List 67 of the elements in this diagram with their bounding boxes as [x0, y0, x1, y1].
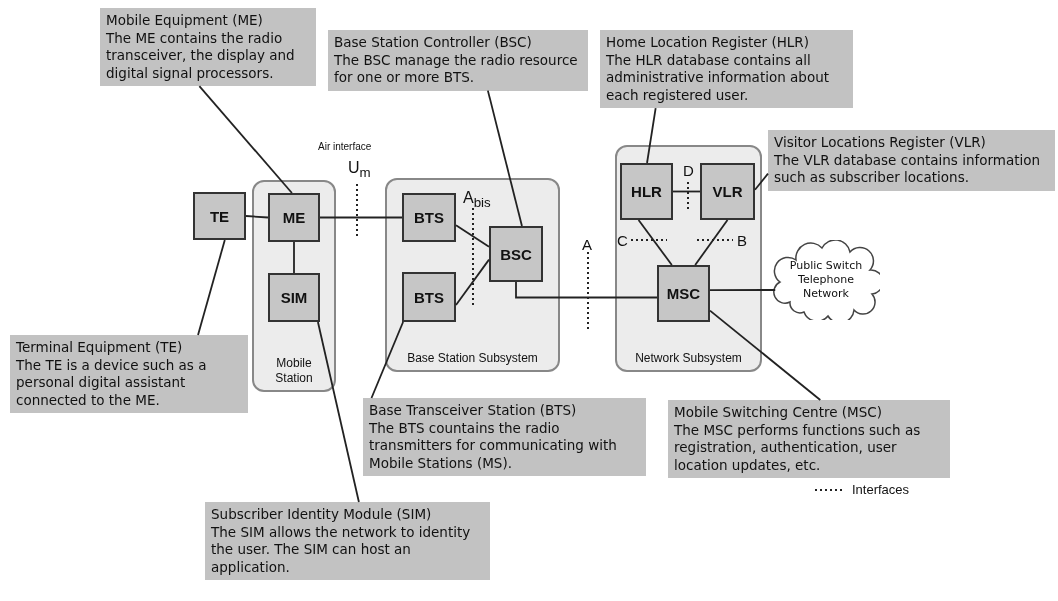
callout-heading: Mobile Switching Centre (MSC) — [674, 404, 883, 422]
callout-box — [600, 30, 853, 109]
interface-label: D — [683, 163, 694, 178]
subsystem-group — [252, 180, 336, 392]
callout-text: The BTS countains the radio transmitters for communicating with Mobile Stations (MS). — [369, 419, 618, 473]
connection-line — [455, 224, 490, 248]
callout-heading: Base Station Controller (BSC) — [334, 34, 533, 52]
leader-line — [370, 321, 404, 399]
leader-line — [317, 321, 360, 503]
cloud-text: Public Switch Telephone Network — [788, 259, 864, 301]
network-cloud — [772, 240, 880, 320]
connection-line — [672, 190, 701, 193]
group-title: Network Subsystem — [634, 351, 743, 366]
connection-line — [293, 241, 295, 274]
leader-line — [709, 309, 822, 401]
interface-label: B — [737, 233, 747, 248]
callout-heading: Visitor Locations Register (VLR) — [774, 134, 987, 152]
network-element-box: MSC — [657, 265, 710, 322]
callout-heading: Mobile Equipment (ME) — [106, 12, 264, 30]
connection-line — [319, 216, 403, 219]
callout-box — [100, 8, 316, 87]
subsystem-group — [385, 178, 560, 372]
callout-box — [768, 130, 1055, 191]
network-element-box: TE — [193, 192, 246, 240]
callout-text: The BSC manage the radio resource for one or more BTS. — [334, 51, 579, 87]
interface-label: A — [582, 237, 592, 252]
network-element-box: SIM — [268, 273, 320, 322]
connection-line — [694, 219, 729, 266]
callout-text: The MSC performs functions such as registration, authentication, user location updates, etc. — [674, 421, 922, 475]
group-title: Base Station Subsystem — [406, 351, 539, 366]
network-element-box: BTS — [402, 272, 456, 322]
network-element-box: VLR — [700, 163, 755, 220]
callout-heading: Home Location Register (HLR) — [606, 34, 810, 52]
network-element-box: BTS — [402, 193, 456, 242]
interface-label: C — [617, 233, 628, 248]
connection-line — [455, 258, 490, 306]
callout-heading: Terminal Equipment (TE) — [16, 339, 184, 357]
interface-label: A$_{bis}$ — [463, 190, 491, 210]
callout-box — [363, 398, 646, 477]
callout-heading: Subscriber Identity Module (SIM) — [211, 506, 433, 524]
callout-box — [668, 400, 950, 479]
leader-line — [198, 85, 293, 194]
connection-line — [637, 219, 673, 266]
group-title: Mobile Station — [274, 356, 314, 386]
leader-line — [646, 107, 657, 164]
legend-text: Interfaces — [852, 483, 910, 496]
callout-text: The ME contains the radio transceiver, the display and digital signal processors. — [106, 29, 296, 83]
callout-text: The VLR database contains information such as subscriber locations. — [774, 151, 1042, 187]
connection-line — [709, 289, 777, 291]
callout-text: The HLR database contains all administrative information about each registered user. — [606, 51, 830, 105]
leader-line — [197, 239, 226, 336]
callout-text: The TE is a device such as a personal digital assistant connected to the ME. — [16, 356, 208, 410]
interface-label: U$_{m}$ — [348, 160, 371, 180]
callout-box — [328, 30, 588, 91]
connection-line — [245, 215, 269, 219]
network-element-box: BSC — [489, 226, 543, 282]
callout-box — [205, 502, 490, 581]
interface-caption: Air interface — [318, 142, 372, 152]
callout-box — [10, 335, 248, 414]
callout-text: The SIM allows the network to identity the user. The SIM can host an application. — [211, 523, 472, 577]
callout-heading: Base Transceiver Station (BTS) — [369, 402, 578, 420]
leader-line — [754, 172, 769, 191]
network-element-box: HLR — [620, 163, 673, 220]
connection-line — [515, 281, 658, 299]
subsystem-group — [615, 145, 762, 372]
network-element-box: ME — [268, 193, 320, 242]
leader-line — [487, 89, 523, 227]
